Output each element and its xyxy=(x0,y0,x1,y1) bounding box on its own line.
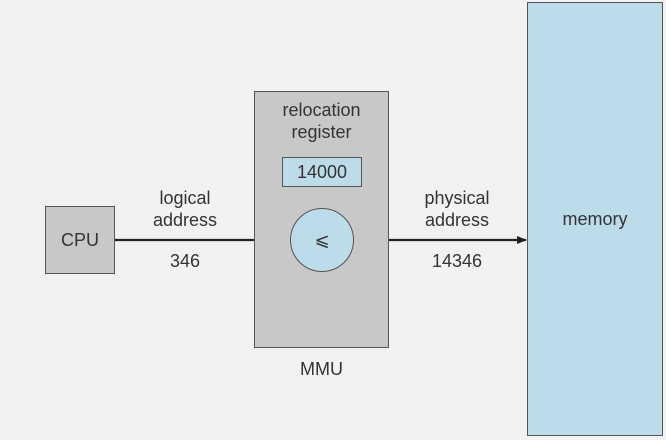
logical-address-label-line1: logical xyxy=(159,188,211,208)
memory-box: memory xyxy=(527,2,663,436)
physical-address-label-line1: physical xyxy=(424,188,490,208)
adder-symbol: ⩽ xyxy=(314,229,330,250)
logical-address-label-line2: address xyxy=(152,210,218,230)
relocation-register-title-line2: register xyxy=(291,122,352,142)
logical-address-value: 346 xyxy=(169,251,201,271)
mmu-label: MMU xyxy=(300,359,343,379)
relocation-register-title: relocation register xyxy=(254,99,389,143)
physical-address-value: 14346 xyxy=(431,251,483,271)
cpu-label: CPU xyxy=(60,230,99,250)
logical-address-label: logical address xyxy=(135,187,235,231)
relocation-register-box: 14000 xyxy=(282,157,362,187)
physical-address-label: physical address xyxy=(407,187,507,231)
physical-address-label-line2: address xyxy=(424,210,490,230)
memory-label: memory xyxy=(562,209,628,229)
relocation-register-title-line1: relocation xyxy=(282,100,361,120)
cpu-box: CPU xyxy=(45,206,115,274)
adder-circle: ⩽ xyxy=(290,208,354,272)
relocation-register-value: 14000 xyxy=(296,161,348,182)
